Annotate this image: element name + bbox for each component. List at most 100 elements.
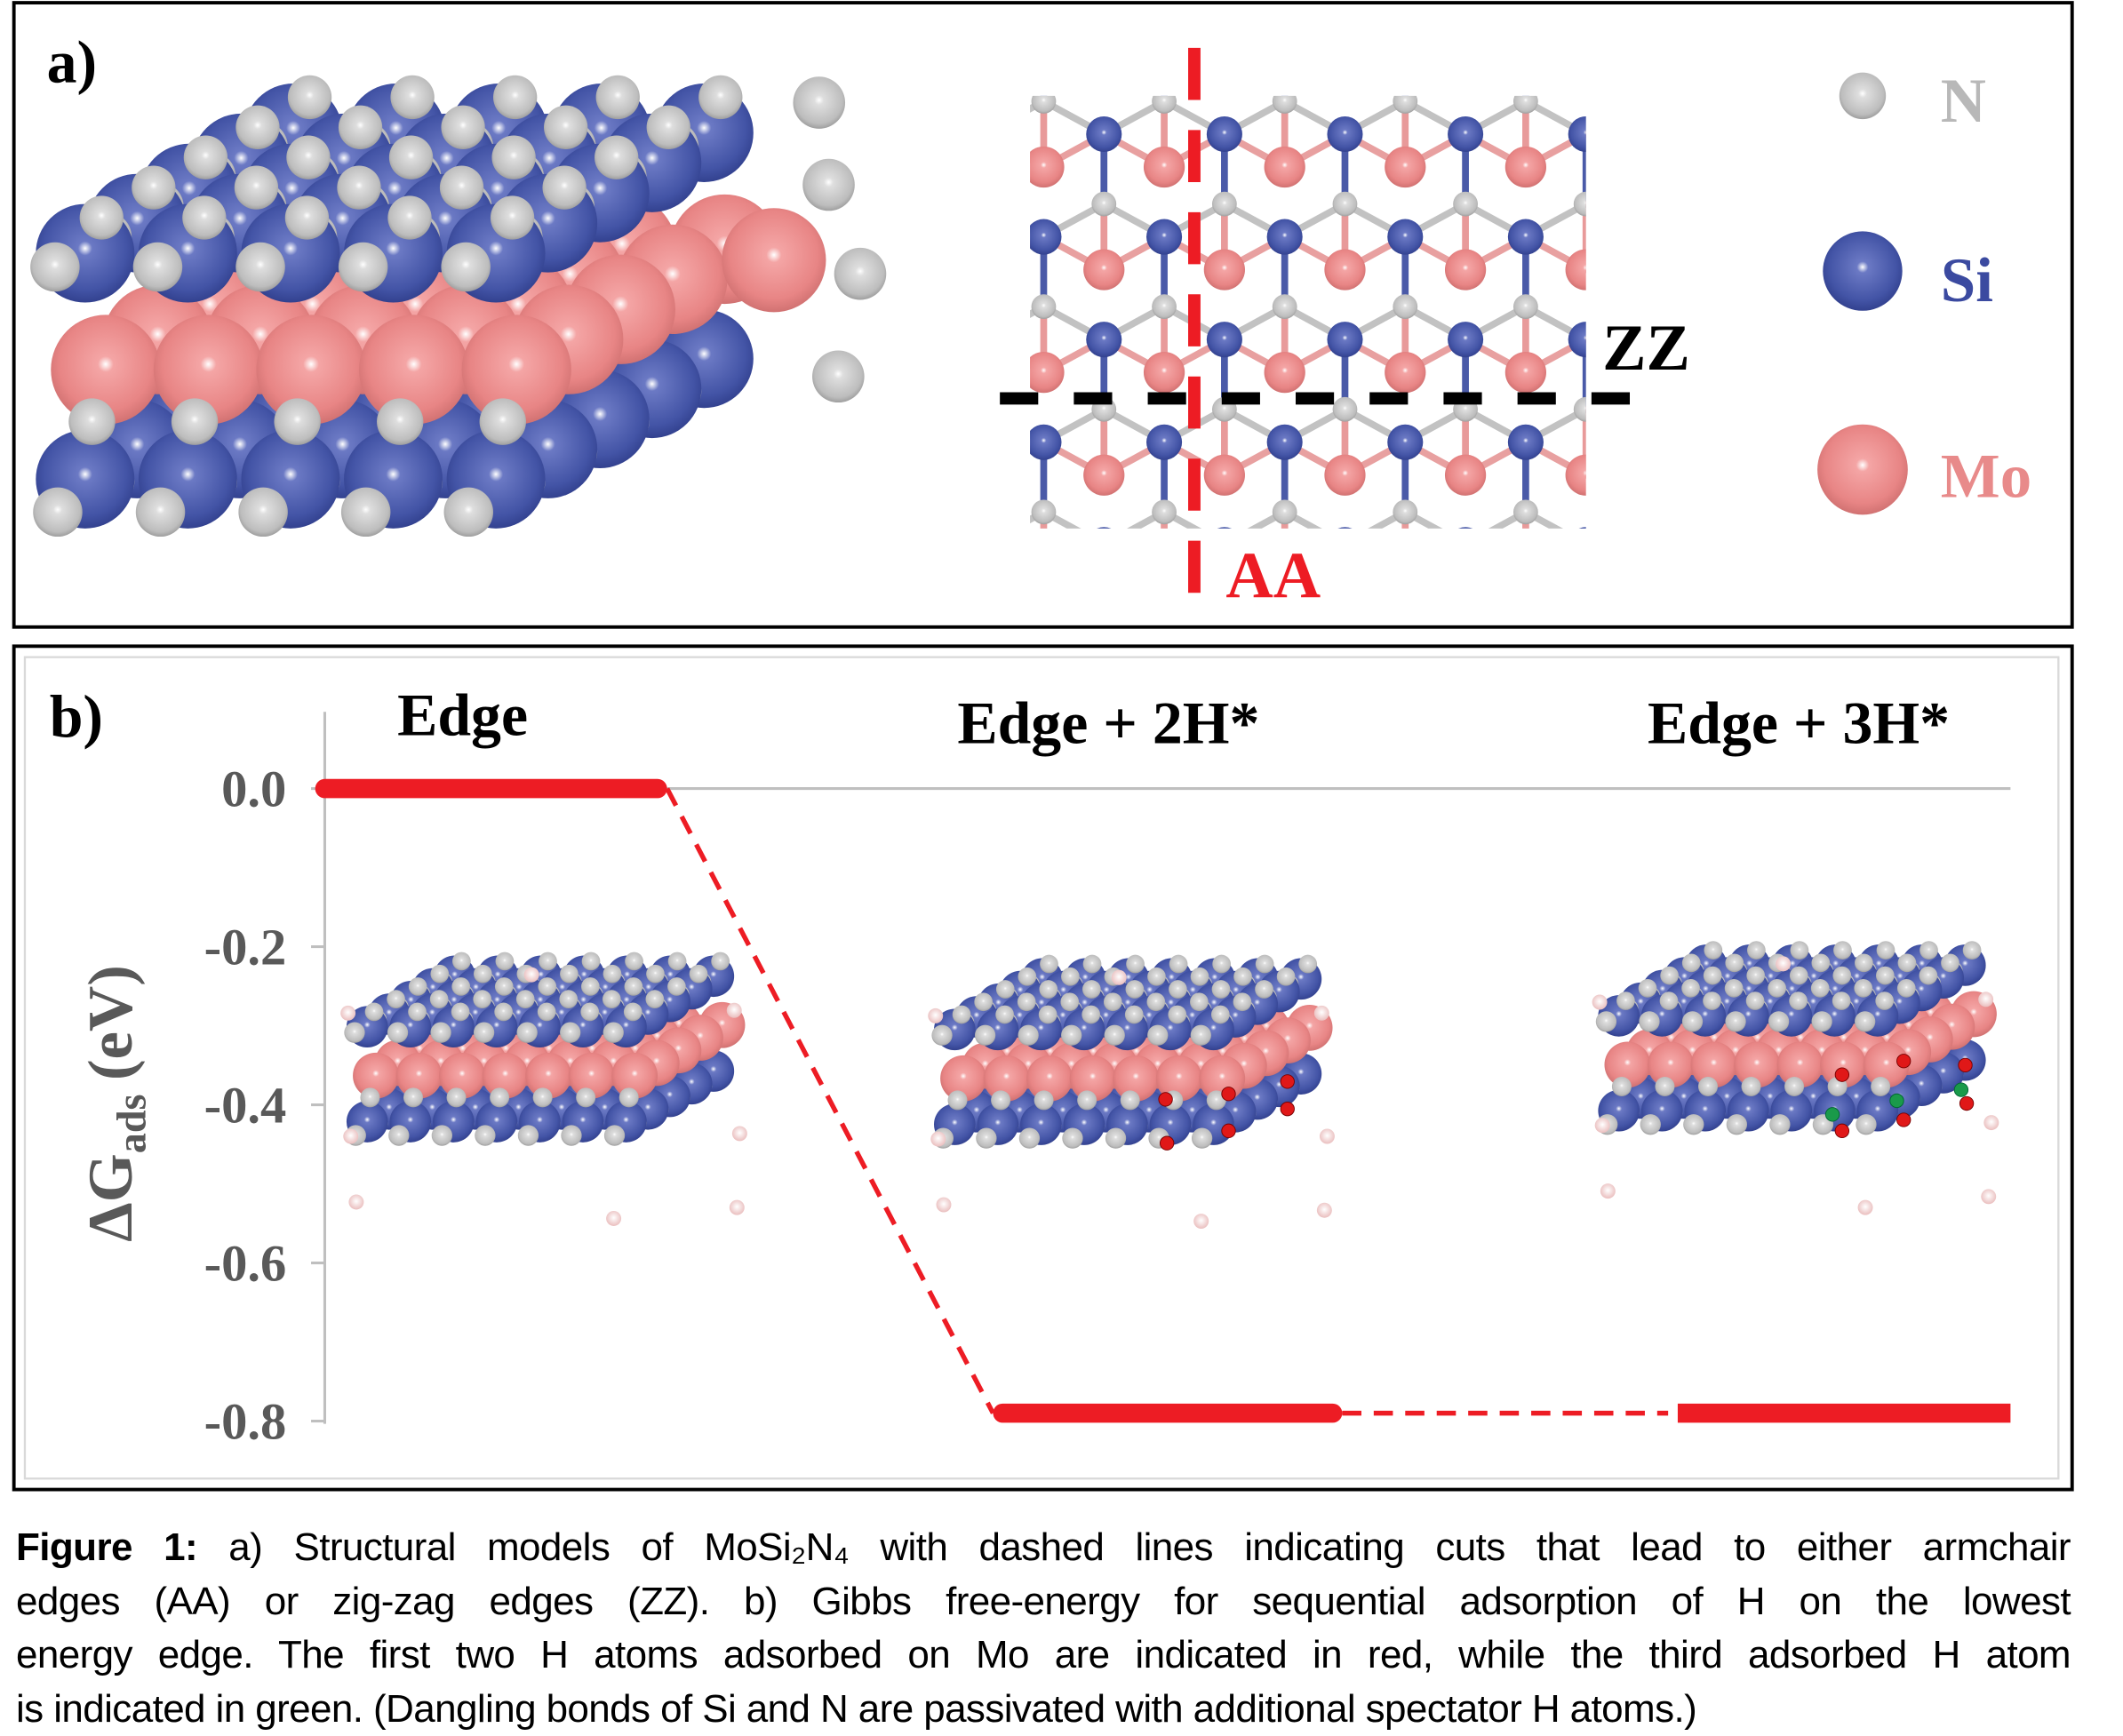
atom-n xyxy=(931,1025,952,1046)
atom-si xyxy=(1267,219,1303,255)
atom-n xyxy=(1963,941,1982,960)
atom-n xyxy=(1061,1025,1081,1046)
atom-n xyxy=(1168,1006,1186,1024)
atom-n xyxy=(1233,968,1252,986)
atom-n xyxy=(1333,192,1358,217)
atom-n xyxy=(646,965,665,983)
atom-n xyxy=(619,1087,639,1107)
atom-n xyxy=(451,1003,470,1022)
atom-n xyxy=(1742,1077,1761,1096)
atom-n xyxy=(1768,979,1786,998)
atom-n xyxy=(974,992,993,1011)
atom-n xyxy=(1192,1127,1212,1148)
atom-h xyxy=(343,1129,358,1144)
atom-n xyxy=(494,1003,513,1022)
atom-n xyxy=(1393,499,1417,524)
atom-n xyxy=(1769,1114,1790,1135)
atom-mo xyxy=(1385,352,1425,393)
atom-n xyxy=(285,195,329,239)
atom-h xyxy=(1320,1129,1335,1144)
atom-n xyxy=(344,1023,364,1043)
atom-n xyxy=(235,243,284,291)
atom-n xyxy=(1212,955,1231,974)
atom-n xyxy=(517,1023,538,1043)
atom-n xyxy=(1062,1127,1082,1148)
atom-n xyxy=(533,1087,553,1107)
atom-n xyxy=(1612,1077,1632,1096)
atom-n xyxy=(582,952,601,971)
atom-si xyxy=(1448,116,1483,152)
state-title-edge-2h: Edge + 2H* xyxy=(957,690,1259,757)
atom-n xyxy=(1727,1114,1747,1135)
atom-h xyxy=(1112,970,1127,985)
atom-n xyxy=(235,106,279,149)
atom-mo xyxy=(1324,249,1365,290)
atom-n xyxy=(625,952,643,971)
atom-n xyxy=(1018,992,1036,1011)
atom-n xyxy=(1513,499,1538,524)
atom-h xyxy=(1317,1203,1332,1218)
atom-n xyxy=(711,952,730,971)
atom-n xyxy=(1039,980,1058,999)
atom-n xyxy=(1725,1011,1745,1031)
atom-h xyxy=(1983,1115,1999,1130)
state-title-edge: Edge xyxy=(397,682,528,749)
atom-n xyxy=(1190,992,1209,1011)
atom-n xyxy=(667,977,686,996)
atom-si xyxy=(1387,425,1423,460)
atom-n xyxy=(1147,1025,1168,1046)
atom-si xyxy=(1327,322,1362,357)
atom-h xyxy=(937,1198,952,1213)
atom-n xyxy=(235,165,278,209)
legend-mo-label: Mo xyxy=(1941,442,2031,511)
atom-n xyxy=(1660,967,1679,985)
atom-n xyxy=(560,1023,580,1043)
zigzag-label: ZZ xyxy=(1602,311,1690,384)
atom-n xyxy=(1091,192,1116,217)
atom-n xyxy=(408,1003,427,1022)
atom-n xyxy=(430,1023,451,1043)
legend-n-atom-icon xyxy=(1840,73,1886,119)
atom-h xyxy=(1314,1006,1329,1021)
atom-n xyxy=(668,952,687,971)
atom-n xyxy=(1919,967,1938,985)
atom-h xyxy=(1595,1118,1610,1133)
atom-n xyxy=(793,76,845,129)
atom-n xyxy=(1789,991,1808,1010)
atom-n xyxy=(1683,1114,1704,1135)
atom-mo xyxy=(1445,455,1486,496)
atom-n xyxy=(274,398,320,444)
atom-n xyxy=(337,165,380,209)
atom-n xyxy=(132,165,175,209)
atom-n xyxy=(68,398,115,444)
atom-n xyxy=(432,1125,452,1145)
atom-si xyxy=(1086,116,1121,152)
atom-n xyxy=(387,195,431,239)
atom-n xyxy=(812,350,865,402)
atom-n xyxy=(409,977,427,996)
atom-h xyxy=(1193,1214,1209,1229)
atom-h xyxy=(732,1126,747,1141)
atom-n xyxy=(1034,1090,1054,1110)
atom-n xyxy=(1333,397,1358,422)
caption-line: is indicated in green. (Dangling bonds o… xyxy=(16,1683,2071,1736)
atom-n xyxy=(1212,980,1231,999)
atom-n xyxy=(1790,967,1808,985)
atom-n xyxy=(430,965,449,983)
atom-h xyxy=(606,1211,621,1226)
figure-caption: Figure 1: a) Structural models of MoSi₂N… xyxy=(16,1521,2071,1736)
atom-n xyxy=(1453,192,1478,217)
atom-n xyxy=(480,398,526,444)
atom-mo xyxy=(1324,455,1365,496)
atom-n xyxy=(286,136,330,179)
atom-h xyxy=(1592,995,1608,1010)
y-tick-label: -0.8 xyxy=(204,1393,287,1451)
atom-n xyxy=(30,243,79,291)
atom-n xyxy=(1897,979,1916,998)
atom-mo xyxy=(722,208,826,312)
atom-n xyxy=(580,1003,599,1022)
atom-n xyxy=(1191,1025,1211,1046)
atom-n xyxy=(133,243,182,291)
atom-n xyxy=(473,990,491,1008)
atom-si xyxy=(1267,425,1303,460)
